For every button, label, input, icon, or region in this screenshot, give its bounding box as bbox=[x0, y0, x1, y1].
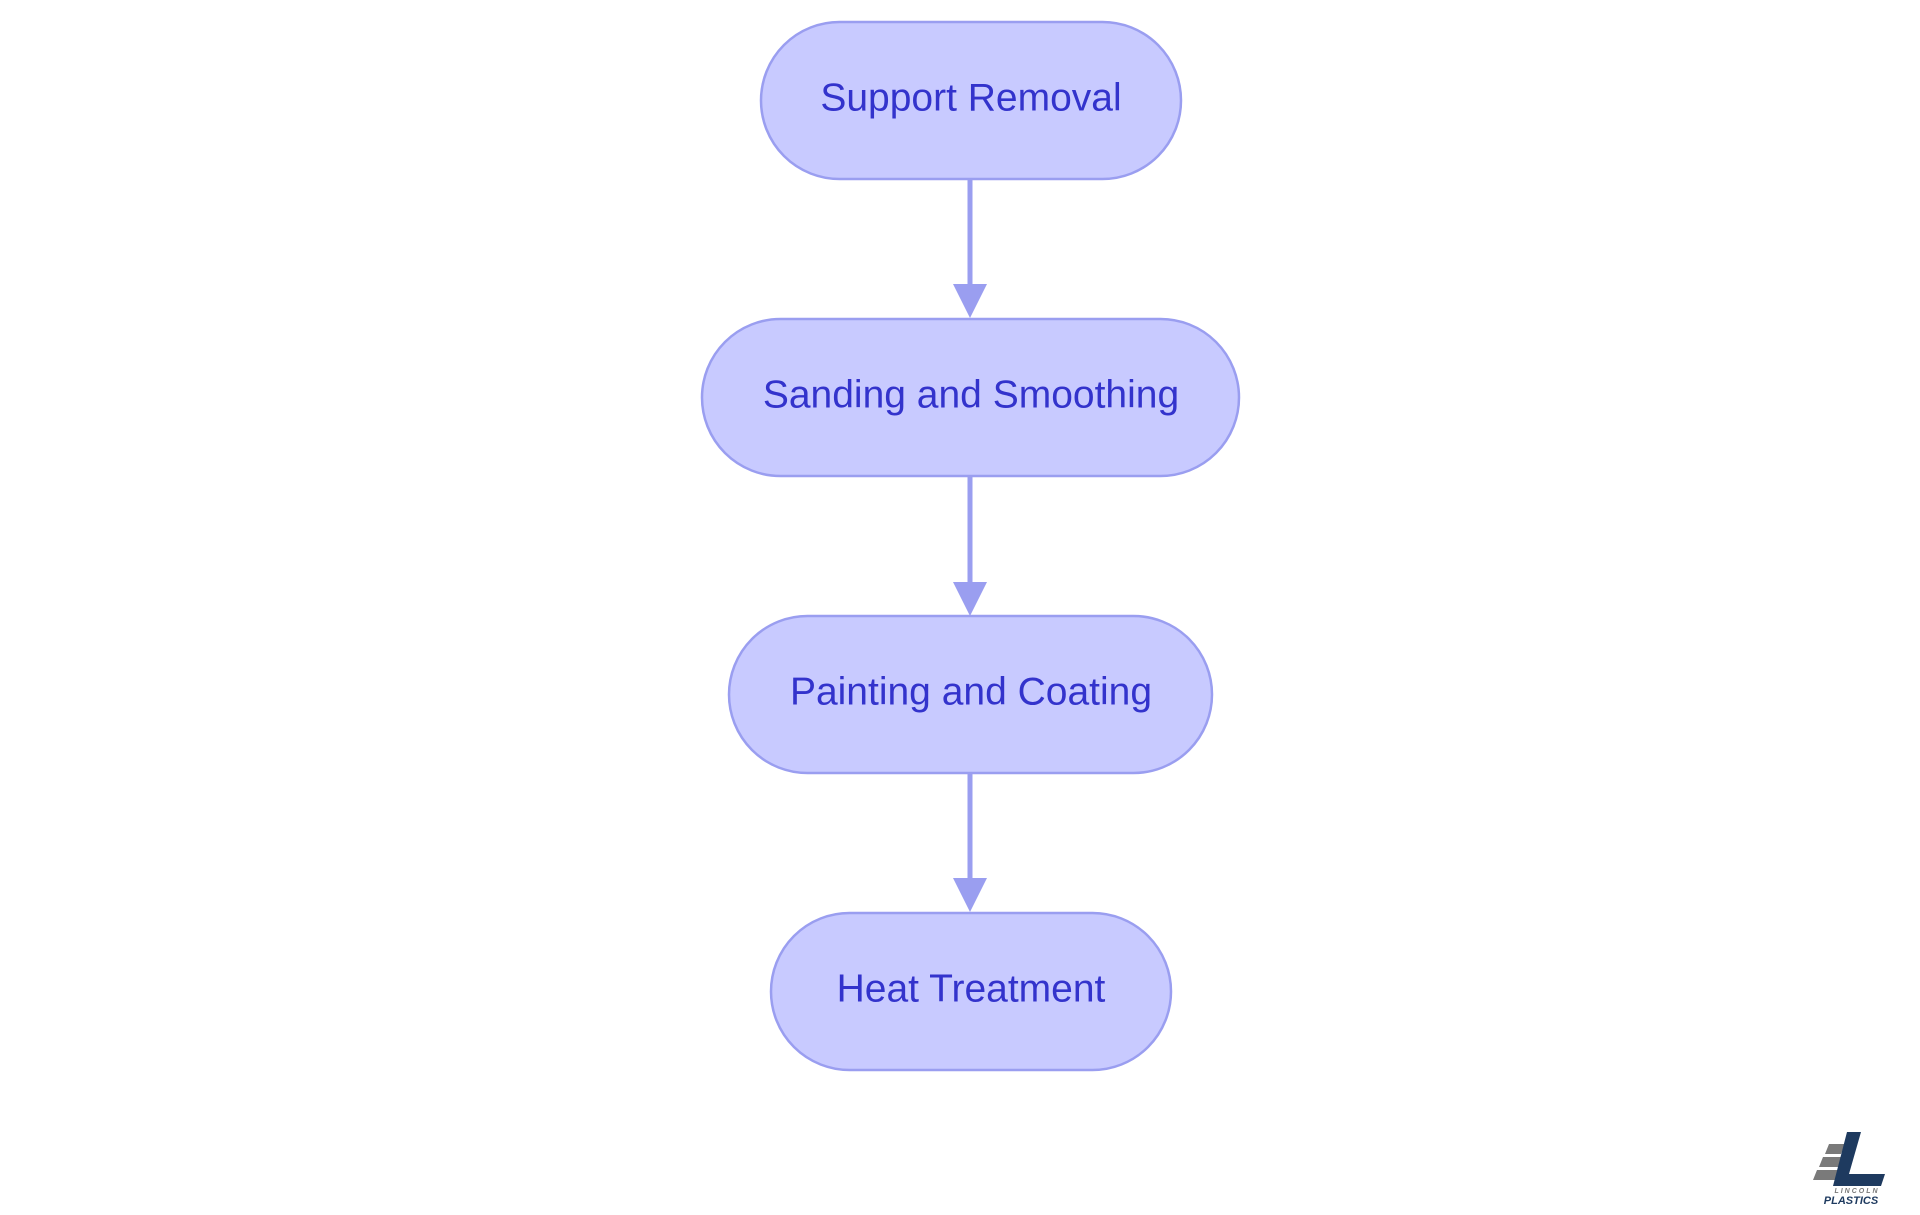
node-label: Heat Treatment bbox=[837, 967, 1106, 1010]
node-shape bbox=[727, 614, 1214, 775]
node-label: Sanding and Smoothing bbox=[763, 373, 1179, 416]
node-label: Painting and Coating bbox=[790, 670, 1152, 713]
node-heat-treatment[interactable]: Heat Treatment bbox=[769, 911, 1173, 1072]
edge-sanding-to-painting bbox=[953, 477, 987, 616]
logo-letter-l bbox=[1833, 1132, 1885, 1186]
node-shape bbox=[759, 20, 1183, 181]
logo-text-line1: LINCOLN bbox=[1834, 1188, 1879, 1195]
logo-bar-top bbox=[1825, 1144, 1845, 1154]
company-logo: LINCOLN PLASTICS bbox=[1813, 1132, 1885, 1207]
edge-arrowhead bbox=[953, 582, 987, 616]
edge-support-to-sanding bbox=[953, 180, 987, 318]
logo-bar-bottom bbox=[1813, 1170, 1839, 1180]
node-label: Support Removal bbox=[820, 76, 1121, 119]
edge-painting-to-heat bbox=[953, 774, 987, 912]
logo-text-line2: PLASTICS bbox=[1824, 1195, 1879, 1207]
edge-arrowhead bbox=[953, 284, 987, 318]
node-support-removal[interactable]: Support Removal bbox=[759, 20, 1183, 181]
node-shape bbox=[700, 317, 1241, 478]
node-sanding-smoothing[interactable]: Sanding and Smoothing bbox=[700, 317, 1241, 478]
edge-arrowhead bbox=[953, 878, 987, 912]
node-painting-coating[interactable]: Painting and Coating bbox=[727, 614, 1214, 775]
logo-bar-middle bbox=[1819, 1157, 1843, 1167]
node-shape bbox=[769, 911, 1173, 1072]
